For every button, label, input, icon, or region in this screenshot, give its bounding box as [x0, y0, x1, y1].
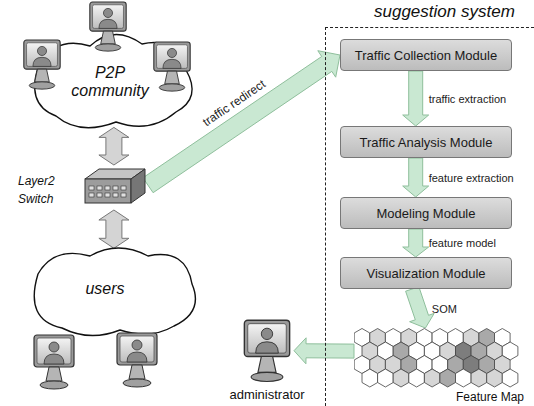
switch-port — [97, 193, 102, 197]
cloud-label: P2P community — [65, 64, 155, 99]
switch-port — [97, 186, 102, 190]
computer-icon — [244, 320, 289, 381]
fat-arrow — [99, 210, 129, 248]
cloud-node: P2P community — [10, 0, 200, 140]
node-text: Traffic Collection Module — [355, 48, 497, 63]
fat-arrow — [403, 158, 429, 197]
edge-label: SOM — [432, 303, 457, 315]
computer-icon — [24, 40, 60, 89]
rect-shape — [85, 179, 131, 203]
switch-port — [89, 186, 94, 190]
switch-port — [113, 193, 118, 197]
computer-icon — [90, 2, 126, 51]
module-node: Traffic Collection Module — [340, 39, 512, 71]
switch-port — [121, 186, 126, 190]
node-text: Traffic Analysis Module — [360, 135, 493, 150]
switch-node: Layer2 Switch — [18, 165, 148, 210]
polygon-shape — [131, 169, 145, 203]
region-node: suggestion systemTraffic Collection Modu… — [325, 27, 534, 406]
som-cell — [424, 369, 440, 387]
fat-arrow — [294, 338, 354, 364]
switch-port — [121, 193, 126, 197]
cloud-label: users — [70, 280, 140, 298]
fat-arrow — [406, 287, 435, 328]
fat-arrow — [403, 71, 429, 126]
node-text: Modeling Module — [376, 206, 475, 221]
node-text: Visualization Module — [367, 266, 486, 281]
map-label: Feature Map — [456, 387, 524, 405]
som-cell — [487, 369, 503, 387]
som-cell — [378, 369, 394, 387]
node-text: administrator — [229, 387, 304, 402]
module-node: Traffic Analysis Module — [340, 126, 512, 158]
node-text: Layer2 Switch — [18, 174, 55, 206]
module-node: Visualization Module — [340, 257, 512, 289]
edge-label: traffic extraction — [429, 93, 506, 105]
module-node: Modeling Module — [340, 197, 512, 229]
map-node: Feature Map — [354, 328, 524, 405]
switch-port — [113, 186, 118, 190]
switch-port — [105, 186, 110, 190]
computer-icon — [117, 333, 157, 387]
admin-label: administrator — [222, 385, 312, 403]
admin-node: administrator — [222, 318, 312, 404]
som-cell — [456, 369, 472, 387]
fat-arrow — [403, 229, 429, 257]
computer-icon — [154, 42, 190, 91]
som-cell — [409, 369, 425, 387]
edge-label: feature extraction — [429, 172, 514, 184]
computer-icon — [34, 335, 74, 389]
node-text: users — [85, 280, 124, 297]
admin-computer — [242, 318, 292, 386]
cloud-node: users — [10, 240, 200, 406]
node-text: suggestion system — [374, 2, 515, 21]
som-cell — [393, 369, 409, 387]
switch-icon — [84, 167, 146, 207]
som-cell — [471, 369, 487, 387]
cloud-outline — [10, 240, 200, 406]
switch-port — [89, 193, 94, 197]
switch-label: Layer2 Switch — [18, 171, 70, 208]
node-text: Feature Map — [456, 390, 524, 404]
switch-port — [105, 193, 110, 197]
edge-label: feature model — [429, 237, 496, 249]
region-title: suggestion system — [374, 2, 534, 22]
som-cell — [440, 369, 456, 387]
cloud-shape — [34, 248, 195, 336]
som-cell — [362, 369, 378, 387]
fat-arrow — [99, 127, 129, 165]
som-cell — [502, 369, 518, 387]
som-hex-grid — [354, 328, 524, 388]
node-text: P2P community — [71, 64, 148, 99]
